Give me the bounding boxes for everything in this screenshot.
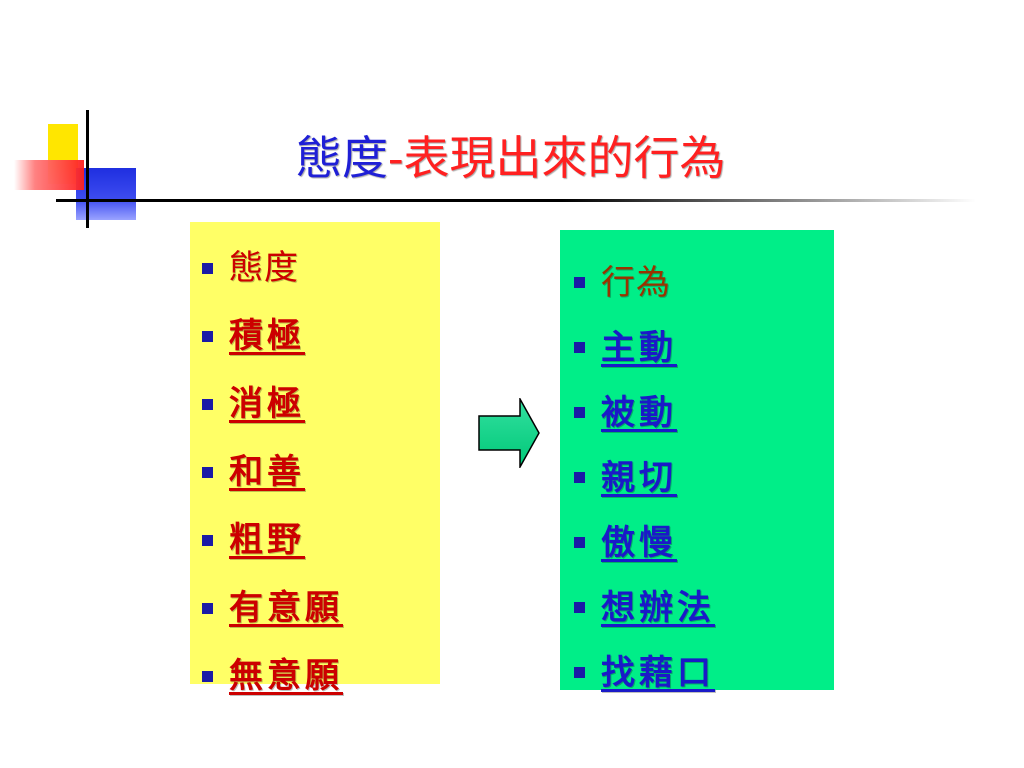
attitude-link[interactable]: 有意願 [229,588,343,628]
list-item[interactable]: 找藉口 [574,640,834,705]
square-bullet-icon [574,407,585,418]
behavior-link[interactable]: 想辦法 [601,587,715,628]
attitude-link[interactable]: 消極 [229,384,305,424]
attitude-link[interactable]: 和善 [229,452,305,492]
title-red-part: 表現出來的行為 [403,131,726,185]
behavior-link[interactable]: 親切 [601,457,677,498]
attitude-box: 態度 積極 消極 和善 粗野 有意願 [190,222,440,696]
square-bullet-icon [574,667,585,678]
title-underline-rule [56,199,976,202]
list-item[interactable]: 粗野 [202,506,440,574]
behavior-link[interactable]: 被動 [601,392,677,433]
list-item[interactable]: 積極 [202,302,440,370]
title-separator: - [388,131,404,185]
square-bullet-icon [202,670,213,682]
square-bullet-icon [202,262,213,274]
list-item[interactable]: 主動 [574,315,834,380]
square-bullet-icon [202,534,213,546]
attitude-link[interactable]: 粗野 [229,520,305,560]
attitude-link[interactable]: 無意願 [229,656,343,696]
list-item[interactable]: 想辦法 [574,575,834,640]
list-item[interactable]: 親切 [574,445,834,510]
attitude-link[interactable]: 積極 [229,316,305,356]
square-bullet-icon [574,472,585,483]
behavior-heading: 行為 [601,262,671,303]
list-item[interactable]: 有意願 [202,574,440,642]
list-item[interactable]: 被動 [574,380,834,445]
square-bullet-icon [574,602,585,613]
right-arrow-icon [478,398,540,468]
list-item[interactable]: 和善 [202,438,440,506]
attitude-list: 態度 積極 消極 和善 粗野 有意願 [190,222,440,710]
behavior-link[interactable]: 傲慢 [601,522,677,563]
square-bullet-icon [202,330,213,342]
attitude-heading-item: 態度 [202,234,440,302]
square-bullet-icon [202,602,213,614]
behavior-link[interactable]: 主動 [601,327,677,368]
decor-red-block [14,160,84,190]
attitude-heading: 態度 [229,248,299,288]
behavior-heading-item: 行為 [574,250,834,315]
square-bullet-icon [574,277,585,288]
behavior-list: 行為 主動 被動 親切 傲慢 想辦法 [560,230,834,705]
behavior-box: 行為 主動 被動 親切 傲慢 想辦法 [560,230,834,693]
behavior-link[interactable]: 找藉口 [601,652,715,693]
square-bullet-icon [202,398,213,410]
slide-title: 態度-表現出來的行為 [296,130,726,186]
square-bullet-icon [574,342,585,353]
decor-blue-block [76,168,136,220]
list-item[interactable]: 傲慢 [574,510,834,575]
decor-vertical-line [86,110,89,228]
square-bullet-icon [574,537,585,548]
title-blue-part: 態度 [296,131,388,185]
square-bullet-icon [202,466,213,478]
list-item[interactable]: 消極 [202,370,440,438]
list-item[interactable]: 無意願 [202,642,440,710]
